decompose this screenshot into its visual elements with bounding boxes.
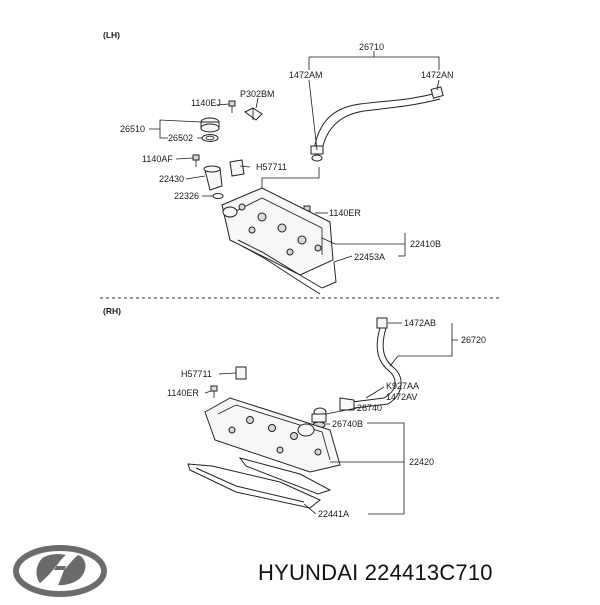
cap-h57711 bbox=[229, 159, 245, 177]
label-1140er-rh: 1140ER bbox=[167, 388, 199, 398]
label-22410b: 22410B bbox=[410, 239, 441, 249]
lh-leaders bbox=[149, 51, 440, 263]
label-1472ab: 1472AB bbox=[404, 318, 436, 328]
label-1472am: 1472AM bbox=[289, 70, 323, 80]
label-22453a: 22453A bbox=[354, 252, 385, 262]
fitting-26740 bbox=[311, 407, 327, 429]
label-1472an: 1472AN bbox=[421, 70, 454, 80]
bolt-1140ej bbox=[228, 100, 236, 113]
label-26510: 26510 bbox=[120, 124, 145, 134]
label-26740b: 26740B bbox=[332, 419, 363, 429]
label-26502: 26502 bbox=[168, 133, 193, 143]
label-22430: 22430 bbox=[159, 174, 184, 184]
bolt-1140er-rh bbox=[210, 385, 218, 398]
oil-filler-cap-26510 bbox=[200, 117, 220, 142]
label-1472av: 1472AV bbox=[386, 392, 417, 402]
caption-part-number: HYUNDAI 224413C710 bbox=[258, 560, 493, 585]
hyundai-logo-icon bbox=[13, 545, 107, 597]
breather-hose-26720 bbox=[339, 317, 402, 411]
valve-cover-22420 bbox=[204, 397, 341, 473]
label-26710: 26710 bbox=[359, 42, 384, 52]
section-lh-label: (LH) bbox=[103, 30, 120, 40]
label-h57711-lh: H57711 bbox=[256, 162, 287, 172]
gasket-22453a bbox=[237, 239, 337, 295]
label-p302bm: P302BM bbox=[240, 89, 275, 99]
lh-assembly: 26710 1472AM 1472AN P302BM 1140EJ 26510 … bbox=[120, 42, 454, 295]
label-1140er-lh: 1140ER bbox=[329, 208, 361, 218]
label-22441a: 22441A bbox=[318, 509, 349, 519]
label-22326: 22326 bbox=[174, 191, 199, 201]
cap-h57711-rh bbox=[235, 366, 247, 380]
rh-assembly: 1472AB 26720 H57711 K927AA 1472AV 1140ER… bbox=[167, 317, 486, 519]
rh-leaders bbox=[204, 322, 458, 515]
clip-p302bm bbox=[244, 107, 263, 121]
section-rh-label: (RH) bbox=[103, 306, 121, 316]
gasket-22441a bbox=[187, 457, 332, 509]
fitting-22430 bbox=[203, 165, 224, 199]
label-22420: 22420 bbox=[409, 457, 434, 467]
label-26720: 26720 bbox=[461, 335, 486, 345]
breather-hose-26710 bbox=[310, 86, 444, 162]
bolt-1140af bbox=[192, 154, 200, 167]
label-1140af: 1140AF bbox=[142, 154, 173, 164]
label-26740: 26740 bbox=[357, 403, 382, 413]
label-1140ej: 1140EJ bbox=[191, 98, 221, 108]
label-h57711-rh: H57711 bbox=[181, 369, 212, 379]
label-k927aa: K927AA bbox=[386, 381, 419, 391]
